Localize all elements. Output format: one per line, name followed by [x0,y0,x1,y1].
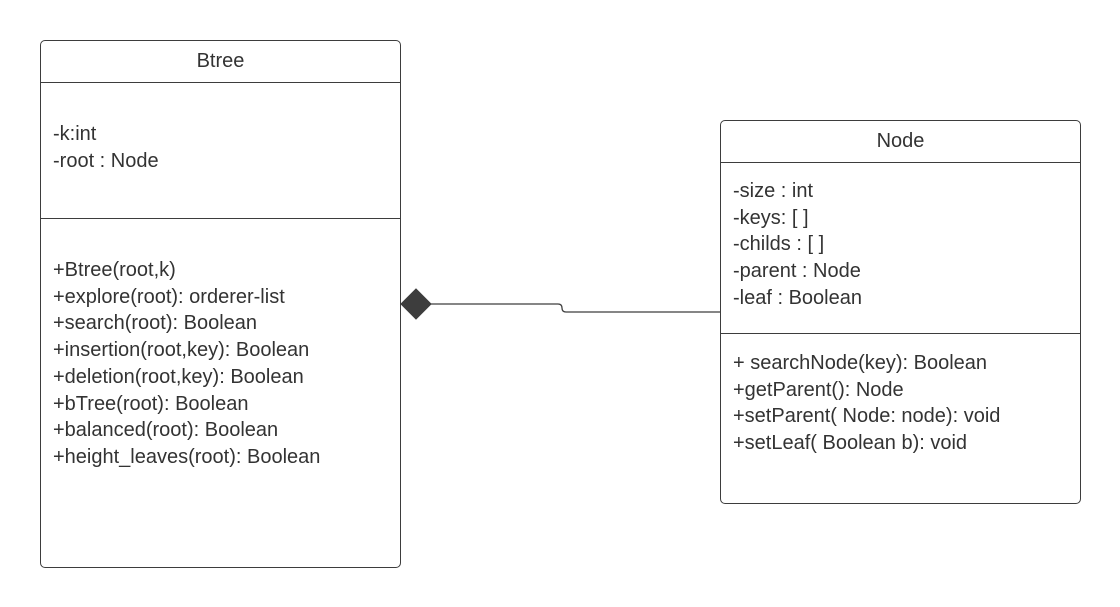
method-btree-constructor: +Btree(root,k) [53,259,176,281]
method-set-leaf: +setLeaf( Boolean b): void [733,432,968,455]
method-get-parent: +getParent(): Node [733,378,904,401]
composition-line[interactable] [431,303,720,313]
attribute-leaf: -leaf : Boolean [733,286,862,309]
method-search-node: + searchNode(key): Boolean [733,352,988,374]
method-height-leaves: +height_leaves(root): Boolean [53,445,321,468]
class-btree-methods: +Btree(root,k) +explore(root): orderer-l… [41,219,400,471]
method-btree-check: +bTree(root): Boolean [53,392,249,415]
class-node-header: Node [721,121,1080,163]
method-set-parent: +setParent( Node: node): void [733,405,1001,428]
attribute-k: -k:int [53,123,97,145]
class-btree[interactable]: Btree -k:int -root : Node +Btree(root,k)… [40,40,401,568]
method-search: +search(root): Boolean [53,312,258,335]
class-btree-name: Btree [196,50,245,72]
class-node-methods: + searchNode(key): Boolean +getParent():… [721,334,1080,457]
class-btree-header: Btree [41,41,400,83]
method-deletion: +deletion(root,key): Boolean [53,365,304,388]
attribute-keys: -keys: [ ] [733,206,809,229]
class-node-attributes: -size : int -keys: [ ] -childs : [ ] -pa… [721,163,1080,334]
attribute-childs: -childs : [ ] [733,233,825,256]
attribute-root: -root : Node [53,149,159,172]
method-balanced: +balanced(root): Boolean [53,419,279,442]
class-node[interactable]: Node -size : int -keys: [ ] -childs : [ … [720,120,1081,504]
class-btree-attributes: -k:int -root : Node [41,83,400,219]
composition-diamond-icon [400,288,432,320]
method-explore: +explore(root): orderer-list [53,285,285,308]
method-insertion: +insertion(root,key): Boolean [53,339,310,362]
class-node-name: Node [876,130,925,152]
attribute-parent: -parent : Node [733,260,861,283]
attribute-size: -size : int [733,180,814,202]
